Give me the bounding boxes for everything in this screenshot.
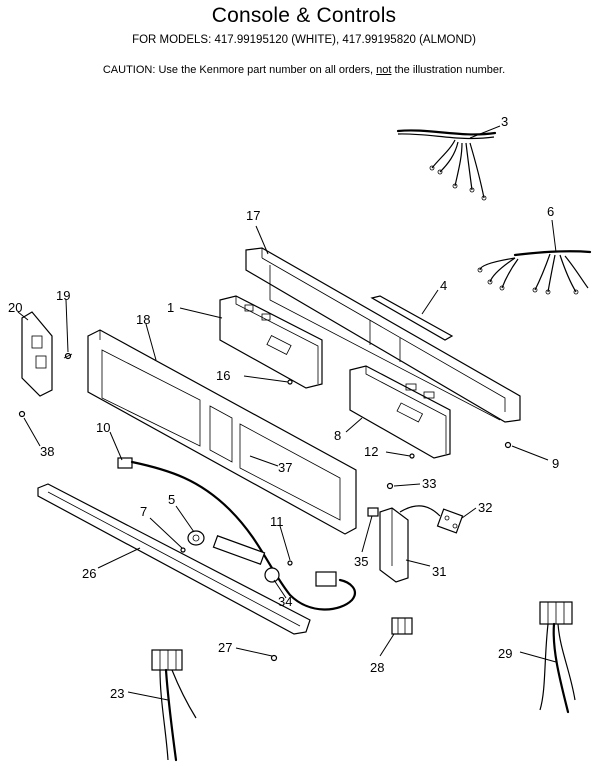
callout-18: 18 bbox=[136, 312, 150, 327]
part-31-bracket bbox=[379, 507, 409, 583]
callout-31: 31 bbox=[432, 564, 446, 579]
callout-35: 35 bbox=[354, 554, 368, 569]
callout-33: 33 bbox=[422, 476, 436, 491]
part-10-wire-assembly bbox=[117, 457, 356, 611]
callout-4: 4 bbox=[440, 278, 447, 293]
screws bbox=[18, 352, 512, 662]
part-20-bracket bbox=[21, 311, 53, 397]
callout-3: 3 bbox=[501, 114, 508, 129]
callout-9: 9 bbox=[552, 456, 559, 471]
leader-lines bbox=[17, 125, 557, 701]
callout-16: 16 bbox=[216, 368, 230, 383]
page-title: Console & Controls bbox=[211, 4, 397, 27]
part-5-knob bbox=[187, 530, 205, 546]
callout-34: 34 bbox=[278, 594, 292, 609]
callout-28: 28 bbox=[370, 660, 384, 675]
callout-29: 29 bbox=[498, 646, 512, 661]
callout-1: 1 bbox=[167, 300, 174, 315]
part-8-control-module bbox=[349, 365, 451, 459]
part-1-control-module bbox=[219, 295, 323, 389]
callout-32: 32 bbox=[478, 500, 492, 515]
part-17-rear-panel bbox=[245, 247, 521, 423]
part-29-harness bbox=[539, 601, 576, 714]
callout-labels: 3 6 17 4 1 18 19 20 16 38 10 37 8 12 9 3… bbox=[8, 114, 559, 701]
callout-26: 26 bbox=[82, 566, 96, 581]
callout-5: 5 bbox=[168, 492, 175, 507]
callout-17: 17 bbox=[246, 208, 260, 223]
part-18-console-frame bbox=[87, 329, 357, 535]
caution-suffix: the illustration number. bbox=[391, 64, 506, 76]
callout-12: 12 bbox=[364, 444, 378, 459]
part-32-switch bbox=[399, 505, 464, 534]
part-35-clip bbox=[367, 507, 379, 517]
callout-38: 38 bbox=[40, 444, 54, 459]
callout-8: 8 bbox=[334, 428, 341, 443]
callout-19: 19 bbox=[56, 288, 70, 303]
callout-37: 37 bbox=[278, 460, 292, 475]
callout-6: 6 bbox=[547, 204, 554, 219]
caution-prefix: CAUTION: Use the Kenmore part number on … bbox=[102, 64, 377, 76]
models-line: FOR MODELS: 417.99195120 (WHITE), 417.99… bbox=[132, 34, 476, 46]
caution-not: not bbox=[376, 64, 392, 76]
callout-7: 7 bbox=[140, 504, 147, 519]
callout-10: 10 bbox=[96, 420, 110, 435]
caution-line: CAUTION: Use the Kenmore part number on … bbox=[0, 64, 608, 76]
callout-23: 23 bbox=[110, 686, 124, 701]
part-28-connector bbox=[391, 617, 413, 635]
part-34-switch bbox=[212, 535, 280, 583]
part-4-trim-strip bbox=[370, 295, 454, 341]
part-3-wire-harness bbox=[396, 129, 497, 201]
part-26-bottom-rail bbox=[37, 483, 311, 635]
callout-20: 20 bbox=[8, 300, 22, 315]
part-7-clip bbox=[180, 547, 186, 553]
part-23-harness bbox=[151, 649, 197, 762]
callout-27: 27 bbox=[218, 640, 232, 655]
callout-11: 11 bbox=[270, 514, 284, 529]
part-6-wire-harness bbox=[477, 250, 592, 295]
